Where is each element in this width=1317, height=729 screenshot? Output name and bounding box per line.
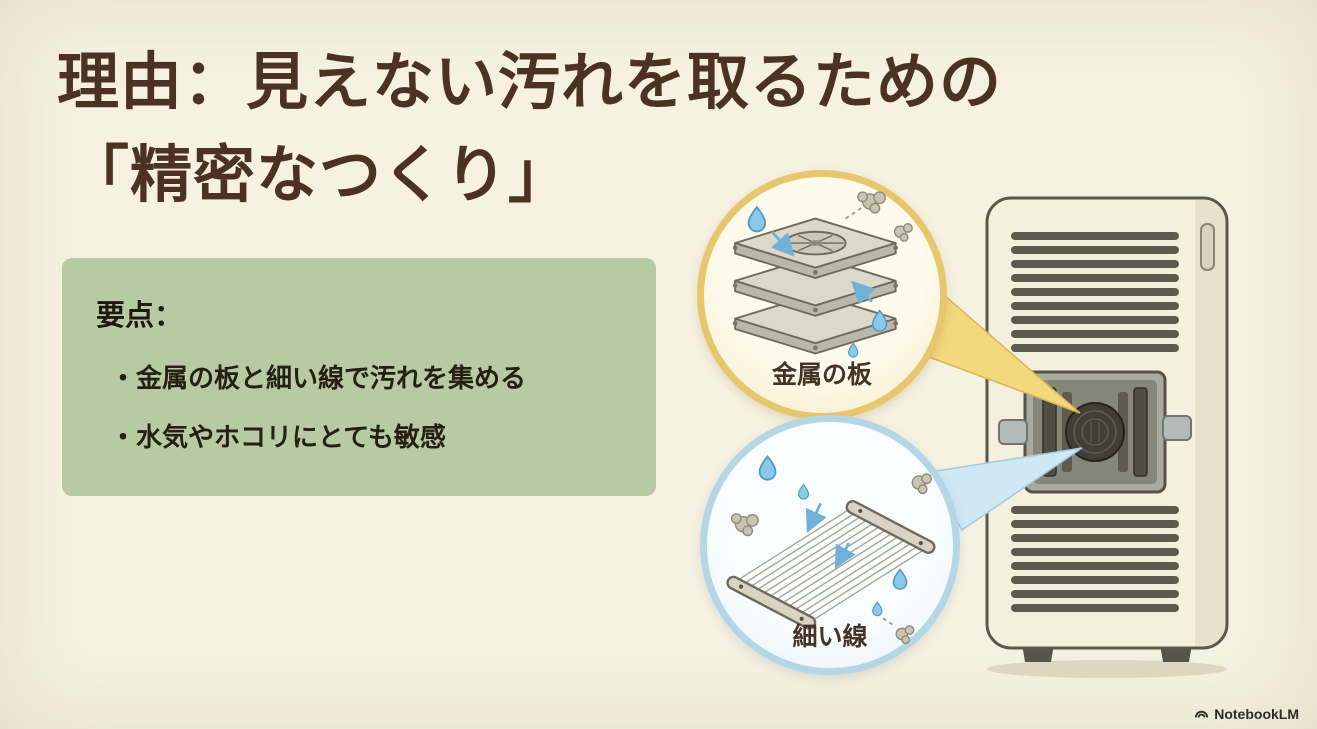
title-line-2: 「精密なつくり」 <box>67 141 572 210</box>
filter-window <box>998 370 1192 494</box>
arrow-icon <box>834 542 856 569</box>
metal-plates-label: 金属の板 <box>771 361 872 389</box>
filter-plate <box>1042 387 1057 477</box>
watermark: NotebookLM <box>1194 706 1299 722</box>
dust-puff-icon <box>895 625 915 645</box>
key-points-box: 要点： ・金属の板と細い線で汚れを集める ・水気やホコリにとても敏感 <box>62 258 656 496</box>
motion-line <box>880 616 893 626</box>
motion-line <box>845 206 864 220</box>
window-handle-left <box>998 419 1028 445</box>
purifier-shadow <box>987 660 1227 678</box>
air-purifier-illustration <box>955 180 1265 685</box>
droplet-icon <box>871 309 888 332</box>
top-vent-slats <box>1011 232 1179 352</box>
purifier-side-shading <box>1195 200 1226 647</box>
droplet-icon <box>847 342 859 358</box>
air-purifier-drawing <box>985 196 1229 678</box>
callout-circle-metal-plates: 金属の板 <box>697 170 947 420</box>
metal-plates-illustration <box>732 191 913 358</box>
watermark-text: NotebookLM <box>1214 706 1299 722</box>
droplet-icon <box>797 483 810 500</box>
key-point-item: ・水気やホコリにとても敏感 <box>110 422 446 452</box>
key-point-item: ・金属の板と細い線で汚れを集める <box>110 363 527 393</box>
arrow-icon <box>851 280 876 305</box>
key-points-heading: 要点： <box>96 300 184 332</box>
filter-plate <box>1133 387 1148 477</box>
dust-puff-icon <box>911 473 932 495</box>
title-line-1: 理由：見えない汚れを取るための <box>57 48 1003 117</box>
page-title: 理由：見えない汚れを取るための 「精密なつくり」 <box>57 36 1002 222</box>
droplet-icon <box>872 601 883 617</box>
dust-puff-icon <box>893 223 913 242</box>
droplet-icon <box>747 205 767 233</box>
arrow-icon <box>770 230 795 257</box>
dust-puff-icon <box>730 513 759 537</box>
wire-rail <box>726 575 817 630</box>
arrow-icon <box>806 502 827 534</box>
purifier-side-handle <box>1200 223 1215 271</box>
thin-wires-illustration <box>726 455 936 645</box>
window-handle-right <box>1162 415 1192 441</box>
bottom-vent-slats <box>1011 506 1179 612</box>
callout-circle-thin-wires: 細い線 <box>700 415 960 675</box>
wire-rail <box>845 500 936 554</box>
thin-wires-label: 細い線 <box>792 623 868 651</box>
plate-stack <box>732 217 898 355</box>
droplet-icon <box>892 568 908 590</box>
dust-puff-icon <box>857 191 886 214</box>
notebooklm-logo-icon <box>1195 710 1209 718</box>
droplet-icon <box>758 455 777 481</box>
metal-plate <box>732 293 898 355</box>
